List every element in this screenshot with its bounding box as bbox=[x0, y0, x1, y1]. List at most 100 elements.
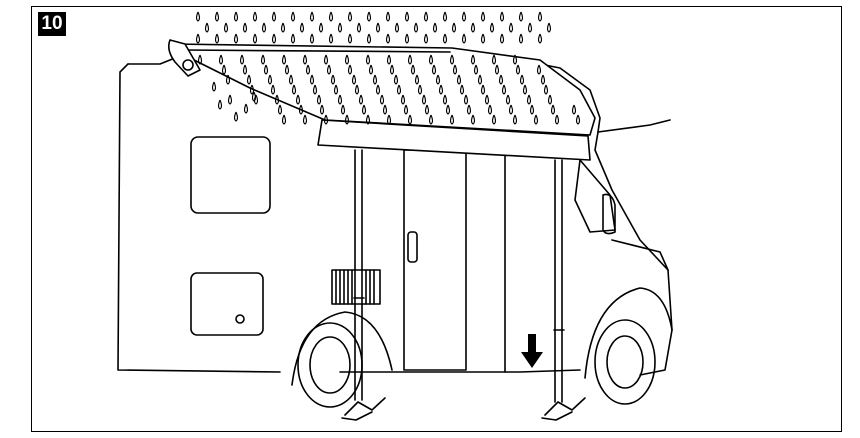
rain-drop bbox=[344, 114, 350, 125]
down-arrow-icon bbox=[521, 334, 543, 368]
entry-door bbox=[403, 149, 506, 373]
rain-drop bbox=[499, 11, 505, 22]
rain-drop bbox=[309, 74, 315, 85]
rain-drop bbox=[223, 22, 229, 33]
rain-drop bbox=[368, 64, 374, 75]
rain-drop bbox=[575, 114, 581, 125]
rain-drop bbox=[347, 33, 353, 44]
rain-drop bbox=[375, 84, 381, 95]
rain-drop bbox=[404, 11, 410, 22]
rain-drop bbox=[366, 11, 372, 22]
rain-drop bbox=[470, 22, 476, 33]
rain-drop bbox=[424, 104, 430, 115]
rain-drop bbox=[356, 22, 362, 33]
rain-drop bbox=[477, 74, 483, 85]
rain-drop bbox=[537, 11, 543, 22]
lower-hatch bbox=[190, 272, 264, 336]
rain-drop bbox=[227, 94, 233, 105]
rain-drop bbox=[305, 64, 311, 75]
rain-drop bbox=[386, 114, 392, 125]
rain-drop bbox=[543, 84, 549, 95]
rain-drop bbox=[442, 94, 448, 105]
step-number-badge: 10 bbox=[38, 12, 66, 36]
rain-drop bbox=[274, 94, 280, 105]
rain-drop bbox=[484, 94, 490, 105]
rain-drop bbox=[263, 64, 269, 75]
rain-drop bbox=[302, 54, 308, 65]
awning-canopy bbox=[168, 39, 596, 161]
rain-drop bbox=[487, 104, 493, 115]
rain-drop bbox=[423, 33, 429, 44]
rain-drop bbox=[456, 74, 462, 85]
rain-drop bbox=[508, 22, 514, 33]
vent-grille bbox=[331, 269, 381, 305]
rain-drop bbox=[445, 104, 451, 115]
rain-drop bbox=[505, 94, 511, 105]
rain-drop bbox=[499, 33, 505, 44]
motorhome-body bbox=[117, 57, 673, 386]
rain-drop bbox=[432, 22, 438, 33]
rain-drop bbox=[267, 74, 273, 85]
rain-drop bbox=[413, 22, 419, 33]
rain-drop bbox=[312, 84, 318, 95]
rain-drop bbox=[512, 54, 518, 65]
rain-drop bbox=[442, 11, 448, 22]
rain-drop bbox=[489, 22, 495, 33]
rain-drop bbox=[328, 11, 334, 22]
hatch-lock bbox=[235, 314, 245, 324]
rain-drop bbox=[537, 33, 543, 44]
rain-drop bbox=[546, 22, 552, 33]
rain-drop bbox=[280, 22, 286, 33]
rain-drop bbox=[233, 111, 239, 122]
rain-drop bbox=[428, 114, 434, 125]
rain-drop bbox=[550, 104, 556, 115]
rain-drop bbox=[261, 22, 267, 33]
rain-drop bbox=[351, 74, 357, 85]
rain-drop bbox=[414, 74, 420, 85]
rain-drop bbox=[442, 33, 448, 44]
rear-wheel bbox=[297, 322, 363, 408]
rain-drop bbox=[403, 104, 409, 115]
rain-drop bbox=[382, 104, 388, 115]
rain-drop bbox=[347, 11, 353, 22]
rain-drop bbox=[459, 84, 465, 95]
rain-drop bbox=[326, 64, 332, 75]
rain-drop bbox=[211, 81, 217, 92]
rain-drop bbox=[501, 84, 507, 95]
rain-drop bbox=[508, 104, 514, 115]
front-wheel bbox=[594, 319, 656, 405]
rain-drops bbox=[195, 11, 581, 125]
rain-drop bbox=[480, 33, 486, 44]
rain-drop bbox=[522, 84, 528, 95]
rain-drop bbox=[428, 54, 434, 65]
rain-drop bbox=[461, 11, 467, 22]
rain-drop bbox=[271, 11, 277, 22]
rain-drop bbox=[393, 74, 399, 85]
rain-drop bbox=[195, 33, 201, 44]
rain-drop bbox=[438, 84, 444, 95]
rain-drop bbox=[571, 104, 577, 115]
rain-drop bbox=[270, 84, 276, 95]
rain-drop bbox=[281, 114, 287, 125]
rain-drop bbox=[217, 99, 223, 110]
awning-rain-illustration bbox=[117, 11, 673, 421]
rain-drop bbox=[242, 22, 248, 33]
rain-drop bbox=[239, 54, 245, 65]
rain-drop bbox=[526, 94, 532, 105]
rain-drop bbox=[470, 54, 476, 65]
rain-drop bbox=[404, 33, 410, 44]
rain-drop bbox=[242, 64, 248, 75]
support-leg-right bbox=[541, 159, 586, 421]
rain-drop bbox=[365, 54, 371, 65]
rain-drop bbox=[461, 33, 467, 44]
rain-drop bbox=[328, 33, 334, 44]
rain-drop bbox=[277, 104, 283, 115]
rain-drop bbox=[529, 104, 535, 115]
rain-drop bbox=[225, 74, 231, 85]
rain-drop bbox=[527, 22, 533, 33]
rain-drop bbox=[533, 114, 539, 125]
rain-drop bbox=[290, 11, 296, 22]
rain-drop bbox=[512, 114, 518, 125]
rain-drop bbox=[361, 104, 367, 115]
rain-drop bbox=[449, 114, 455, 125]
